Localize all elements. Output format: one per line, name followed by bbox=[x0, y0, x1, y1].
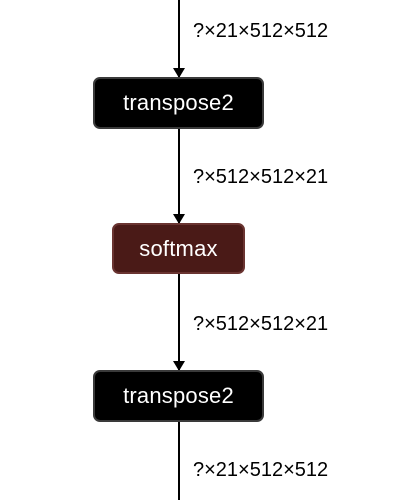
edge-label-output: ?×21×512×512 bbox=[193, 459, 329, 481]
node-transpose2-bottom[interactable]: transpose2 bbox=[93, 370, 264, 422]
node-softmax[interactable]: softmax bbox=[112, 223, 245, 274]
node-transpose2-top[interactable]: transpose2 bbox=[93, 77, 264, 129]
edge-label-softmax-to-transpose2: ?×512×512×21 bbox=[193, 313, 329, 335]
edge-label-input: ?×21×512×512 bbox=[193, 20, 329, 42]
edge-label-transpose2-to-softmax: ?×512×512×21 bbox=[193, 166, 329, 188]
